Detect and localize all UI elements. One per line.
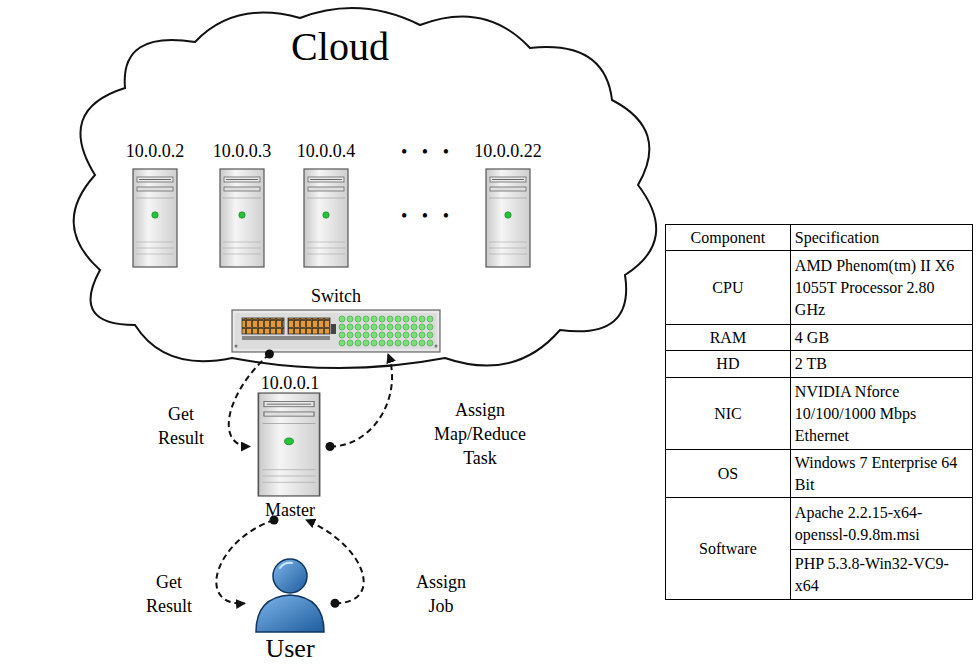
dashed-arrow: [306, 520, 364, 603]
node-label: User: [245, 635, 335, 663]
ellipsis-wrap: • • •: [380, 205, 470, 227]
table-cell: Software: [666, 498, 791, 600]
ellipsis-wrap: • • •: [380, 141, 470, 163]
table-text: 4 GB: [795, 327, 968, 349]
edge-label: Get Result: [138, 570, 200, 618]
ellipsis-dots: • • •: [380, 141, 470, 163]
table-text: RAM: [670, 327, 786, 349]
edge-label-wrap: Get Result: [150, 402, 212, 450]
table-text: AMD Phenom(tm) II X6 1055T Processor 2.8…: [795, 255, 968, 321]
table-header: Component: [670, 227, 786, 249]
node-label: 10.0.0.4: [286, 140, 366, 162]
table-cell: NVIDIA Nforce 10/100/1000 Mbps Ethernet: [790, 378, 972, 450]
table-cell: CPU: [666, 251, 791, 325]
server-node: 10.0.0.3: [202, 140, 282, 270]
switch-node: Switch: [232, 285, 440, 354]
edge-label-wrap: Get Result: [138, 570, 200, 618]
spec-table: Component SpecificationCPU AMD Phenom(tm) …: [665, 224, 973, 600]
table-cell: PHP 5.3.8-Win32-VC9-x64: [790, 550, 972, 600]
ellipsis-dots: • • •: [380, 205, 470, 227]
node-label: Switch: [232, 285, 440, 307]
table-cell: OS: [666, 450, 791, 498]
table-cell: 2 TB: [790, 351, 972, 378]
table-text: Windows 7 Enterprise 64 Bit: [795, 452, 968, 496]
table-cell: RAM: [666, 325, 791, 351]
table-cell: NIC: [666, 378, 791, 450]
table-header: Specification: [795, 227, 968, 249]
table-cell: Windows 7 Enterprise 64 Bit: [790, 450, 972, 498]
node-label: 10.0.0.22: [468, 140, 548, 162]
table-text: HD: [670, 353, 786, 375]
edge-label-wrap: Assign Map/Reduce Task: [425, 398, 535, 470]
table-text: NVIDIA Nforce 10/100/1000 Mbps Ethernet: [795, 381, 968, 447]
node-label: 10.0.0.1: [250, 373, 330, 393]
node-label: 10.0.0.3: [202, 140, 282, 162]
table-cell: Component: [666, 225, 791, 251]
server-node: 10.0.0.22: [468, 140, 548, 270]
node-label: Cloud: [0, 24, 680, 70]
node-caption: Master: [250, 500, 330, 520]
node-label: 10.0.0.2: [115, 140, 195, 162]
table-cell: HD: [666, 351, 791, 378]
cloud-region: Cloud 10.0.0.2 10.0.0.310.0.0.4 10.0.0.22Sw…: [0, 0, 680, 380]
table-text: 2 TB: [795, 353, 968, 375]
table-text: NIC: [670, 403, 786, 425]
table-text: CPU: [670, 277, 786, 299]
edge-label-wrap: Assign Job: [410, 570, 472, 618]
edge-label: Get Result: [150, 402, 212, 450]
table-cell: Apache 2.2.15-x64-openssl-0.9.8m.msi: [790, 498, 972, 550]
table-text: PHP 5.3.8-Win32-VC9-x64: [795, 553, 968, 597]
table-cell: 4 GB: [790, 325, 972, 351]
user-node: User: [245, 552, 335, 666]
server-node: 10.0.0.4: [286, 140, 366, 270]
table-text: Software: [670, 538, 786, 560]
table-cell: AMD Phenom(tm) II X6 1055T Processor 2.8…: [790, 251, 972, 325]
table-text: Apache 2.2.15-x64-openssl-0.9.8m.msi: [795, 502, 968, 546]
dashed-arrow: [229, 354, 270, 447]
table-cell: Specification: [790, 225, 972, 251]
dashed-arrow: [216, 520, 274, 603]
master-server: 10.0.0.1Master: [250, 373, 330, 520]
edge-label: Assign Job: [410, 570, 472, 618]
edge-label: Assign Map/Reduce Task: [425, 398, 535, 470]
server-node: 10.0.0.2: [115, 140, 195, 270]
table-text: OS: [670, 463, 786, 485]
